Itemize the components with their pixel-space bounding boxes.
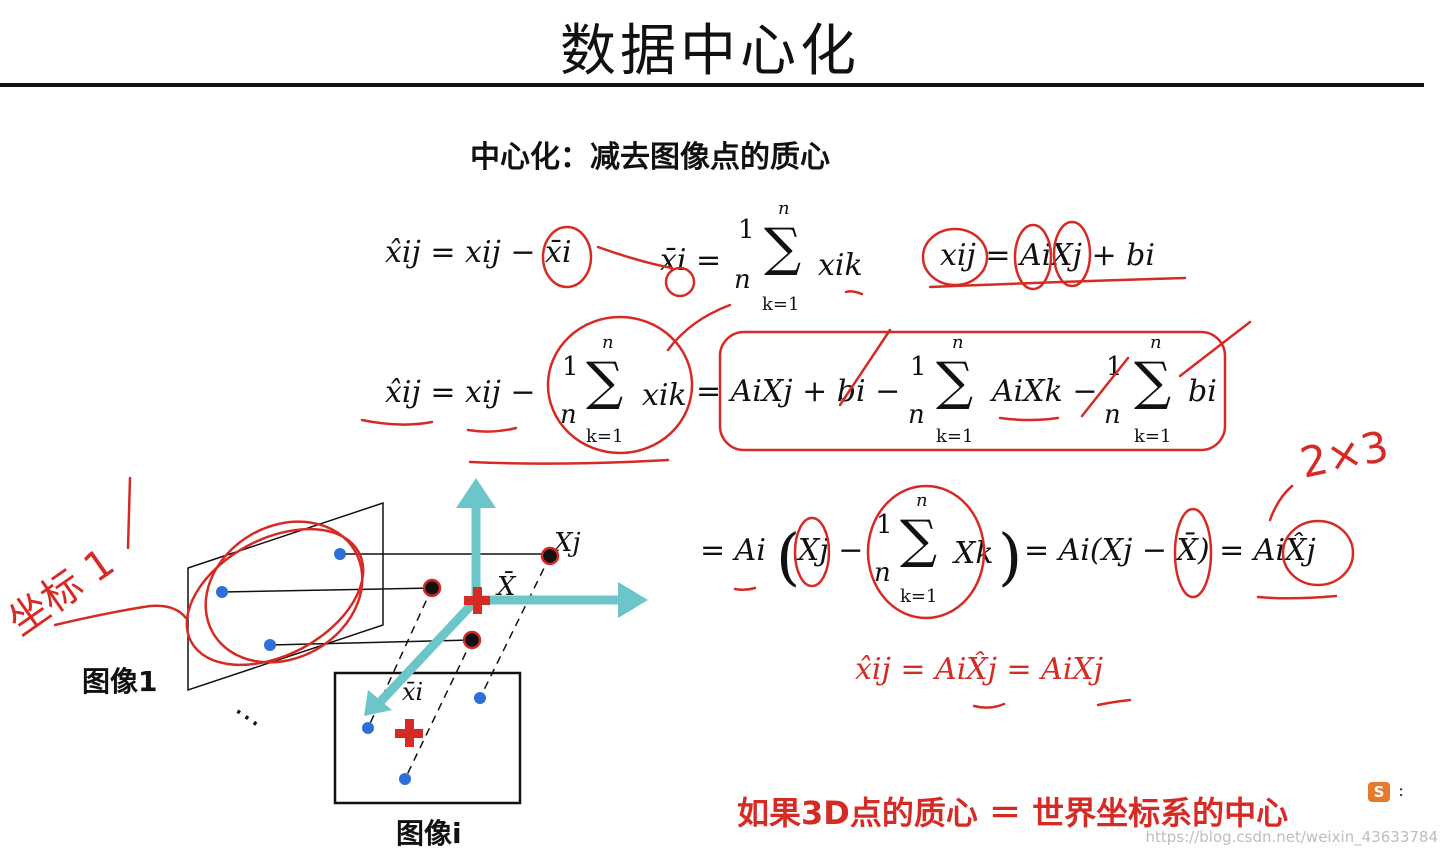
sum-upper-limit: n <box>778 198 790 219</box>
sum-upper-limit: n <box>952 332 964 353</box>
sum-lower-limit: k=1 <box>900 586 938 607</box>
axis-arrow-up <box>456 478 496 508</box>
axis-arrow-down-left <box>364 690 392 716</box>
equation-expanded-term3: bi <box>1188 374 1217 409</box>
sum-lower-limit: k=1 <box>586 426 624 447</box>
equation-factored-a: = Ai <box>700 533 766 568</box>
image-points <box>216 548 486 785</box>
equation-expanded-lhs: x̂ij = xij − <box>385 375 536 410</box>
equation-factored-d: = Ai(Xj − X̄) = AiX̂j <box>1024 533 1316 568</box>
title-divider <box>0 83 1424 87</box>
sum-lower-limit: k=1 <box>936 426 974 447</box>
sum-upper-limit: n <box>916 490 928 511</box>
equation-centered-point: x̂ij = xij − x̄i <box>385 235 572 270</box>
world-axes <box>377 493 635 705</box>
sum-symbol: ∑ <box>1134 352 1172 412</box>
imagei-label: 图像i <box>396 817 462 850</box>
sum-lower-limit: k=1 <box>1134 426 1172 447</box>
sum-symbol: ∑ <box>586 352 624 412</box>
red-annotations <box>53 220 1355 709</box>
equation-expanded-rhs: = AiXj + bi − <box>696 374 901 409</box>
watermark-url: https://blog.csdn.net/weixin_43633784 <box>1145 828 1438 846</box>
dashed-projection <box>479 555 551 699</box>
world-centroid-cross <box>464 587 490 614</box>
centroid-note: 如果3D点的质心 ＝ 世界坐标系的中心 <box>737 794 1289 832</box>
paren-right: ) <box>998 520 1023 593</box>
equation-expanded-term2: AiXk − <box>992 374 1098 409</box>
imagei-frame <box>333 671 522 805</box>
point-label-xbar-i: x̄i <box>402 678 424 706</box>
sum-symbol: ∑ <box>900 510 938 570</box>
sum-upper-limit: n <box>1150 332 1162 353</box>
fraction-numerator: 1 <box>876 510 893 540</box>
sum-upper-limit: n <box>602 332 614 353</box>
result-equation: x̂ij = AiX̂j = AiXj <box>855 652 1104 687</box>
fraction-denominator: n <box>908 400 925 430</box>
fraction-denominator: n <box>874 558 891 588</box>
dashed-projection <box>404 639 473 780</box>
fraction-numerator: 1 <box>738 215 755 245</box>
fraction-denominator: n <box>734 265 751 295</box>
sum-symbol: ∑ <box>764 218 802 278</box>
sum-symbol: ∑ <box>936 352 974 412</box>
fraction-denominator: n <box>560 400 577 430</box>
image-centroid-cross <box>395 719 423 747</box>
fraction-numerator: 1 <box>910 352 927 382</box>
axis-arrow-right <box>618 582 648 618</box>
fraction-denominator: n <box>1104 400 1121 430</box>
slide-subtitle: 中心化：减去图像点的质心 <box>470 140 830 175</box>
equation-factored-c: Xk <box>954 536 994 571</box>
projection-line <box>221 587 433 593</box>
ime-menu-icon[interactable]: : <box>1398 780 1405 801</box>
world-points <box>422 546 560 650</box>
equation-factored-b: Xj − <box>798 533 864 568</box>
sum-lower-limit: k=1 <box>762 294 800 315</box>
equation-expanded-term: xik <box>642 378 687 413</box>
equation-centroid-term: xik <box>818 248 863 283</box>
fraction-numerator: 1 <box>562 352 579 382</box>
fraction-numerator: 1 <box>1106 352 1123 382</box>
point-label-xbar: X̄ <box>497 572 516 602</box>
slide-title: 数据中心化 <box>560 19 860 84</box>
image1-label: 图像1 <box>82 665 158 698</box>
equation-projection: xij = AiXj + bi <box>940 238 1155 273</box>
ime-icon[interactable]: S <box>1368 782 1390 802</box>
